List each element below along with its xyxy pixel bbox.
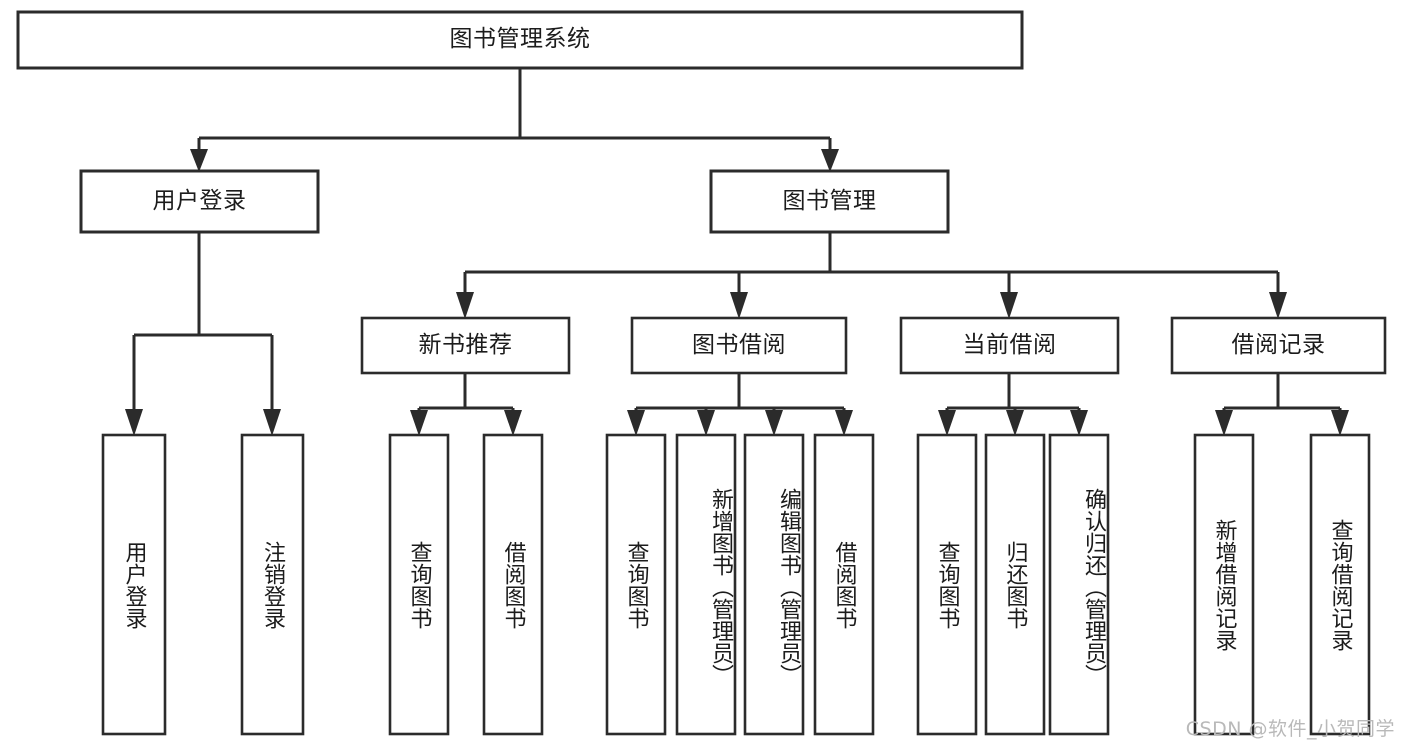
edges-user-login-to-leaves — [125, 232, 281, 436]
label-leaf-return-book: 归还图书 — [1002, 540, 1028, 629]
box-user-login[interactable] — [79, 169, 320, 234]
box-leaf-borrow-book-recommend[interactable] — [482, 433, 544, 736]
arrowhead-leaf-query-borrow-record — [1331, 410, 1349, 436]
edges-current-borrow-to-leaves — [938, 373, 1088, 436]
box-leaf-query-borrow-record[interactable] — [1309, 433, 1371, 736]
arrowhead-leaf-borrow-book — [835, 410, 853, 436]
box-leaf-borrow-book[interactable] — [813, 433, 875, 736]
box-new-book-recommend[interactable] — [360, 316, 571, 375]
arrowhead-leaf-add-borrow-record — [1215, 410, 1233, 436]
arrowhead-book-borrow — [730, 292, 748, 319]
arrowhead-leaf-add-book — [697, 410, 715, 436]
label-leaf-edit-book: 编辑图书（管理员） — [776, 487, 801, 686]
box-leaf-add-book[interactable] — [675, 433, 737, 736]
label-leaf-add-borrow-record: 新增借阅记录 — [1211, 518, 1237, 651]
label-root: 图书管理系统 — [449, 26, 591, 53]
box-leaf-confirm-return[interactable] — [1048, 433, 1110, 736]
label-leaf-borrow-book-recommend: 借阅图书 — [500, 540, 526, 629]
arrowhead-leaf-query-book-current — [938, 410, 956, 436]
arrowhead-leaf-logout — [263, 409, 281, 436]
csdn-watermark: CSDN @软件_小贺同学 — [1185, 718, 1395, 740]
box-leaf-user-login[interactable] — [101, 433, 167, 736]
label-book-borrow: 图书借阅 — [692, 331, 786, 358]
box-current-borrow[interactable] — [899, 316, 1120, 375]
box-root[interactable] — [16, 10, 1024, 70]
arrowhead-book-manage — [821, 149, 839, 172]
label-user-login: 用户登录 — [152, 187, 247, 214]
edges-new-book-recommend-to-leaves — [410, 373, 522, 436]
arrowhead-current-borrow — [1000, 292, 1018, 319]
edges-book-borrow-to-leaves — [627, 373, 853, 436]
box-leaf-logout[interactable] — [240, 433, 305, 736]
box-leaf-return-book[interactable] — [984, 433, 1046, 736]
label-leaf-query-book-borrow: 查询图书 — [623, 540, 649, 629]
arrowhead-user-login — [190, 149, 208, 172]
arrowhead-new-book-recommend — [456, 292, 474, 319]
edges-borrow-record-to-leaves — [1215, 373, 1349, 436]
label-borrow-record: 借阅记录 — [1231, 331, 1326, 358]
label-leaf-borrow-book: 借阅图书 — [831, 540, 857, 629]
label-leaf-confirm-return: 确认归还（管理员） — [1081, 487, 1106, 686]
label-leaf-add-book: 新增图书（管理员） — [708, 487, 733, 686]
label-book-manage: 图书管理 — [782, 187, 877, 214]
label-leaf-query-book-current: 查询图书 — [934, 540, 960, 629]
box-leaf-query-book-borrow[interactable] — [605, 433, 667, 736]
label-leaf-query-borrow-record: 查询借阅记录 — [1327, 518, 1353, 651]
label-new-book-recommend: 新书推荐 — [418, 331, 513, 358]
edges-root-to-level2 — [190, 68, 839, 172]
box-leaf-add-borrow-record[interactable] — [1193, 433, 1255, 736]
arrowhead-leaf-return-book — [1006, 410, 1024, 436]
label-leaf-logout: 注销登录 — [260, 540, 286, 629]
arrowhead-borrow-record — [1269, 292, 1287, 319]
arrowhead-leaf-confirm-return — [1070, 410, 1088, 436]
arrowhead-leaf-edit-book — [765, 410, 783, 436]
node-boxes — [16, 10, 1387, 736]
label-leaf-user-login: 用户登录 — [121, 540, 147, 629]
label-current-borrow: 当前借阅 — [962, 331, 1057, 358]
edges-book-manage-to-level3 — [456, 232, 1287, 319]
arrowhead-leaf-borrow-book-recommend — [504, 410, 522, 436]
box-leaf-query-book-current[interactable] — [916, 433, 978, 736]
arrowhead-leaf-user-login — [125, 409, 143, 436]
label-leaf-query-book-recommend: 查询图书 — [406, 540, 432, 629]
arrowhead-leaf-query-book-recommend — [410, 410, 428, 436]
box-leaf-query-book-recommend[interactable] — [388, 433, 450, 736]
arrowhead-leaf-query-book-borrow — [627, 410, 645, 436]
